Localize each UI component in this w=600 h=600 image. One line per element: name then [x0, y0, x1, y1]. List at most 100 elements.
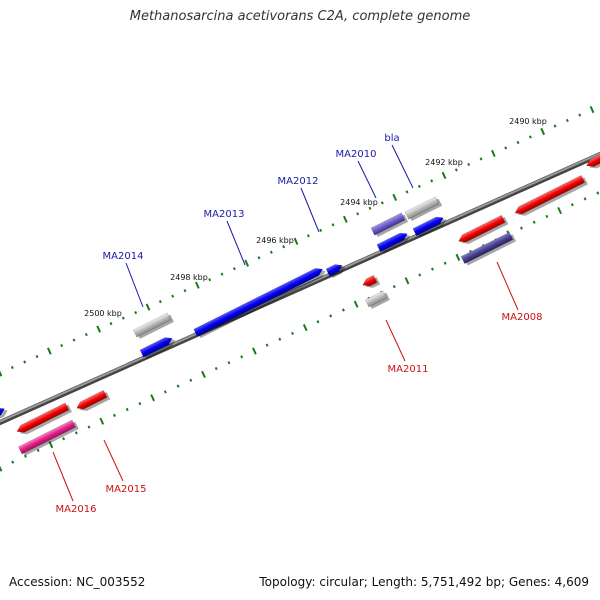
scale-tick-inner: [265, 343, 269, 347]
scale-tick-inner: [23, 454, 27, 458]
gene-leader-line: [391, 144, 414, 189]
scale-tick-inner: [520, 226, 523, 230]
scale-tick-inner: [0, 465, 3, 472]
scale-tick-inner: [418, 273, 422, 277]
scale-tick-outer: [331, 223, 335, 227]
scale-tick-inner: [570, 203, 574, 207]
gene-features: [0, 148, 600, 456]
scale-tick-inner: [138, 402, 142, 406]
scale-tick-outer: [479, 157, 483, 161]
scale-tick-inner: [87, 425, 91, 429]
scale-tick-inner: [455, 253, 461, 261]
scale-tick-outer: [553, 124, 557, 128]
scale-tick-inner: [443, 261, 447, 265]
scale-tick-inner: [214, 366, 218, 371]
scale-tick-inner: [36, 448, 40, 453]
scale-tick-outer: [392, 193, 398, 201]
scale-tick-inner: [125, 407, 129, 412]
scale-tick-outer: [10, 365, 14, 370]
scale-tick-outer: [183, 289, 187, 293]
scale-label: 2500 kbp: [84, 309, 122, 318]
scale-label: 2494 kbp: [340, 198, 378, 207]
scale-label: 2492 kbp: [425, 158, 463, 167]
scale-tick-inner: [99, 417, 105, 425]
scale-tick-outer: [319, 228, 323, 232]
gene-arrow: [139, 337, 176, 359]
scale-tick-inner: [353, 300, 359, 308]
gene-leader-line: [226, 220, 246, 266]
gene-arrow: [132, 312, 174, 339]
scale-tick-inner: [404, 277, 410, 285]
scale-tick-outer: [145, 303, 151, 311]
gene-arrow: [514, 175, 588, 216]
scale-tick-inner: [48, 440, 54, 449]
scale-label: 2496 kbp: [256, 236, 294, 245]
scale-tick-inner: [316, 320, 320, 324]
gene-arrow: [76, 389, 111, 411]
gene-arrow: [404, 196, 443, 221]
accession-label: Accession: NC_003552: [9, 575, 146, 589]
scale-tick-inner: [201, 370, 206, 378]
scale-tick-outer: [23, 360, 27, 364]
scale-tick-inner: [430, 267, 434, 271]
scale-tick-inner: [596, 191, 600, 195]
scale-tick-inner: [74, 431, 78, 435]
gene-arrow: [458, 214, 509, 244]
scale-tick-inner: [291, 331, 294, 336]
scale-tick-outer: [540, 127, 546, 136]
gene-label: MA2012: [278, 176, 319, 187]
scale-tick-inner: [62, 437, 66, 441]
gene-arrow: [193, 268, 326, 339]
scale-tick-outer: [96, 325, 102, 333]
scale-tick-outer: [84, 332, 88, 337]
gene-label: MA2015: [106, 484, 147, 495]
scale-tick-outer: [528, 135, 532, 139]
scale-tick-outer: [195, 281, 200, 289]
scale-tick-outer: [158, 300, 162, 304]
gene-leader-line: [496, 261, 519, 311]
gene-label: MA2016: [56, 504, 97, 515]
scale-tick-outer: [306, 234, 310, 238]
scale-ticks: [0, 105, 600, 472]
scale-tick-outer: [491, 149, 496, 158]
scale-tick-outer: [578, 113, 582, 117]
scale-label: 2490 kbp: [509, 117, 547, 126]
scale-tick-outer: [343, 215, 348, 223]
scale-tick-outer: [380, 201, 384, 205]
gene-arrow: [16, 402, 72, 435]
scale-tick-inner: [163, 390, 167, 394]
gene-arrow: [325, 264, 346, 278]
scale-tick-inner: [150, 394, 155, 402]
scale-tick-outer: [356, 212, 360, 216]
scale-tick-inner: [532, 220, 536, 224]
gene-labels: MA2014MA2013MA2012MA2010blaMA2016MA2015M…: [52, 117, 547, 515]
scale-tick-outer: [467, 162, 471, 167]
gene-arrow: [586, 148, 600, 169]
scale-tick-outer: [0, 370, 3, 377]
scale-tick-outer: [504, 146, 508, 150]
scale-tick-outer: [589, 105, 595, 114]
scale-tick-outer: [405, 190, 409, 194]
gene-arrow: [18, 419, 79, 456]
scale-tick-outer: [121, 316, 125, 320]
gene-arrow: [364, 290, 390, 309]
gene-arrow: [460, 231, 517, 266]
scale-tick-outer: [109, 322, 113, 326]
gene-leader-line: [357, 160, 377, 199]
scale-tick-outer: [46, 347, 52, 355]
scale-tick-outer: [282, 245, 286, 249]
scale-label: 2498 kbp: [170, 273, 208, 282]
gene-leader-line: [52, 451, 74, 502]
genome-backbone: [0, 151, 600, 426]
scale-tick-inner: [392, 285, 396, 289]
gene-label: bla: [384, 133, 399, 144]
scale-tick-inner: [176, 384, 180, 388]
gene-label: MA2010: [336, 149, 377, 160]
scale-tick-outer: [269, 250, 273, 254]
gene-label: MA2011: [388, 364, 429, 375]
gene-arrow: [362, 274, 381, 288]
scale-tick-inner: [329, 314, 333, 318]
scale-tick-inner: [583, 197, 587, 201]
scale-tick-outer: [220, 272, 224, 276]
